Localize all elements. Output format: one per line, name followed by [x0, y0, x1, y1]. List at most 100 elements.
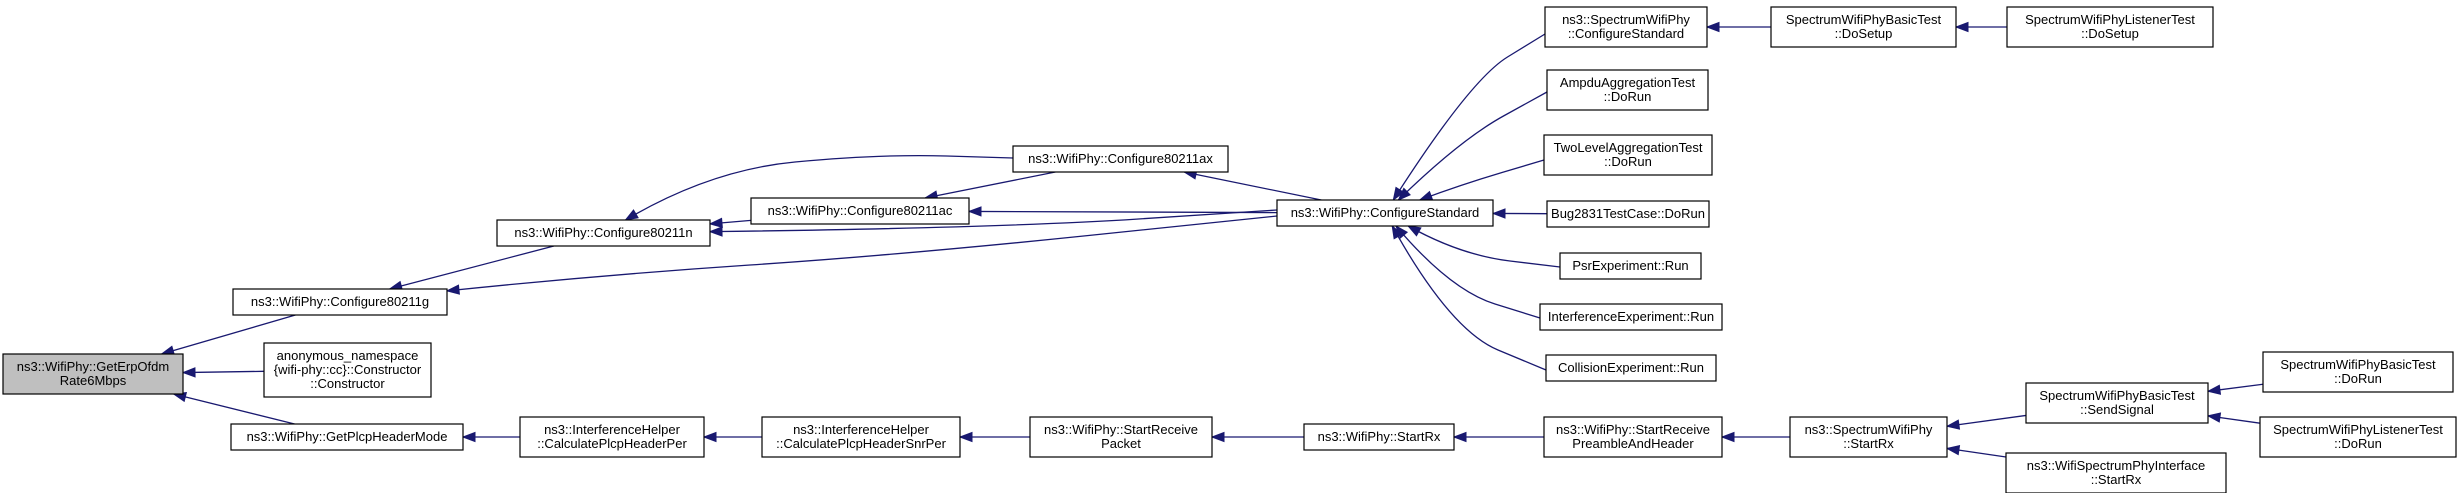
node-label: ns3::WifiPhy::Configure80211ac [768, 203, 953, 218]
edge-n18-n17 [702, 431, 762, 443]
graph-node-n14[interactable]: CollisionExperiment::Run [1545, 354, 1717, 382]
node-box [2262, 351, 2454, 393]
node-label: ns3::WifiPhy::GetErpOfdm [17, 359, 169, 374]
edge-arrowhead [967, 206, 982, 217]
graph-node-n20[interactable]: ns3::WifiPhy::StartRx [1303, 423, 1455, 451]
node-label: ns3::InterferenceHelper [793, 422, 930, 437]
graph-node-n8[interactable]: ns3::SpectrumWifiPhy::ConfigureStandard [1544, 6, 1708, 48]
edge-arrowhead [1391, 224, 1403, 240]
graph-node-n3[interactable]: ns3::WifiPhy::GetPlcpHeaderMode [230, 423, 464, 451]
graph-node-n4[interactable]: ns3::WifiPhy::Configure80211n [496, 219, 711, 247]
node-label: AmpduAggregationTest [1560, 75, 1696, 90]
edge-line [1419, 159, 1545, 201]
graph-node-n13[interactable]: InterferenceExperiment::Run [1539, 303, 1723, 331]
graph-node-n1[interactable]: ns3::WifiPhy::Configure80211g [232, 288, 448, 316]
node-label: TwoLevelAggregationTest [1554, 140, 1703, 155]
graph-node-n9[interactable]: AmpduAggregationTest::DoRun [1546, 69, 1709, 111]
graph-node-n10[interactable]: TwoLevelAggregationTest::DoRun [1543, 134, 1713, 176]
edge-arrowhead [1452, 431, 1467, 443]
node-label: ::CalculatePlcpHeaderPer [537, 436, 687, 451]
graph-node-n2[interactable]: anonymous_namespace{wifi-phy::cc}::Const… [263, 342, 432, 398]
node-box [2, 353, 184, 395]
edge-line [173, 393, 295, 425]
node-label: SpectrumWifiPhyBasicTest [2039, 388, 2195, 403]
node-box [2006, 6, 2214, 48]
edge-n23-n22 [1945, 414, 2027, 430]
graph-node-n26[interactable]: SpectrumWifiPhyListenerTest::DoRun [2259, 416, 2457, 458]
node-label: SpectrumWifiPhyBasicTest [1786, 12, 1942, 27]
edge-n10-n7 [1418, 159, 1545, 201]
node-box [232, 288, 448, 316]
node-label: SpectrumWifiPhyBasicTest [2280, 357, 2436, 372]
node-label: CollisionExperiment::Run [1558, 360, 1704, 375]
node-label: ns3::WifiSpectrumPhyInterface [2027, 458, 2205, 473]
node-label: {wifi-phy::cc}::Constructor [274, 362, 422, 377]
edge-n22-n21 [1720, 431, 1790, 443]
graph-node-n6[interactable]: ns3::WifiPhy::Configure80211ax [1012, 145, 1229, 173]
node-box [263, 342, 432, 398]
graph-node-n5[interactable]: ns3::WifiPhy::Configure80211ac [750, 197, 970, 225]
edge-line [182, 370, 265, 374]
edge-n12-n7 [1406, 225, 1561, 268]
edge-line [1397, 91, 1548, 201]
graph-node-n24[interactable]: ns3::WifiSpectrumPhyInterface::StartRx [2005, 452, 2227, 493]
edge-line [446, 215, 1278, 292]
node-label: ::DoRun [2334, 371, 2382, 386]
edge-n21-n20 [1452, 431, 1544, 443]
edge-arrowhead [958, 431, 973, 443]
node-label: ::CalculatePlcpHeaderSnrPer [776, 436, 946, 451]
edge-arrowhead [708, 217, 723, 228]
node-label: ns3::WifiPhy::StartReceive [1556, 422, 1710, 437]
graph-node-n15[interactable]: SpectrumWifiPhyBasicTest::DoSetup [1770, 6, 1957, 48]
node-label: SpectrumWifiPhyListenerTest [2025, 12, 2195, 27]
graph-node-n21[interactable]: ns3::WifiPhy::StartReceivePreambleAndHea… [1543, 416, 1723, 458]
graph-node-n12[interactable]: PsrExperiment::Run [1559, 252, 1702, 280]
edge-arrowhead [1392, 186, 1405, 202]
node-label: ns3::WifiPhy::ConfigureStandard [1291, 205, 1480, 220]
graph-node-n18[interactable]: ns3::InterferenceHelper::CalculatePlcpHe… [761, 416, 961, 458]
graph-node-n25[interactable]: SpectrumWifiPhyBasicTest::DoRun [2262, 351, 2454, 393]
node-label: PsrExperiment::Run [1572, 258, 1688, 273]
edge-arrowhead [1720, 431, 1735, 443]
edge-n24-n22 [1945, 445, 2007, 458]
node-label: ns3::WifiPhy::Configure80211ax [1028, 151, 1213, 166]
edge-n3-n0 [172, 391, 295, 425]
node-label: ::StartRx [1843, 436, 1894, 451]
node-label: ns3::InterferenceHelper [544, 422, 681, 437]
edge-n16-n15 [1954, 21, 2007, 33]
node-box [1770, 6, 1957, 48]
edge-n6-n5 [923, 171, 1056, 201]
graph-node-n11[interactable]: Bug2831TestCase::DoRun [1546, 200, 1710, 228]
graph-node-n22[interactable]: ns3::SpectrumWifiPhy::StartRx [1789, 416, 1948, 458]
node-box [230, 423, 464, 451]
graph-node-n17[interactable]: ns3::InterferenceHelper::CalculatePlcpHe… [519, 416, 705, 458]
node-box [750, 197, 970, 225]
edge-arrowhead [2206, 412, 2222, 423]
edge-n13-n7 [1395, 224, 1541, 319]
node-box [1543, 416, 1723, 458]
node-box [1546, 69, 1709, 111]
node-label: PreambleAndHeader [1572, 436, 1694, 451]
node-label: ::Constructor [310, 376, 385, 391]
node-box [761, 416, 961, 458]
node-box [496, 219, 711, 247]
node-label: ::DoSetup [1835, 26, 1893, 41]
edge-arrowhead [1945, 419, 1961, 430]
edge-n14-n7 [1391, 224, 1547, 371]
edge-n25-n23 [2206, 383, 2264, 395]
node-label: Rate6Mbps [60, 373, 127, 388]
graph-node-n16[interactable]: SpectrumWifiPhyListenerTest::DoSetup [2006, 6, 2214, 48]
edge-n15-n8 [1705, 21, 1771, 33]
node-box [1303, 423, 1455, 451]
graph-node-n23[interactable]: SpectrumWifiPhyBasicTest::SendSignal [2025, 382, 2209, 424]
edge-line [1391, 225, 1547, 371]
edge-arrowhead [624, 209, 639, 221]
node-label: ns3::SpectrumWifiPhy [1805, 422, 1933, 437]
node-label: Packet [1101, 436, 1141, 451]
edge-arrowhead [1210, 431, 1225, 443]
graph-node-n7[interactable]: ns3::WifiPhy::ConfigureStandard [1276, 199, 1494, 227]
node-box [1012, 145, 1229, 173]
